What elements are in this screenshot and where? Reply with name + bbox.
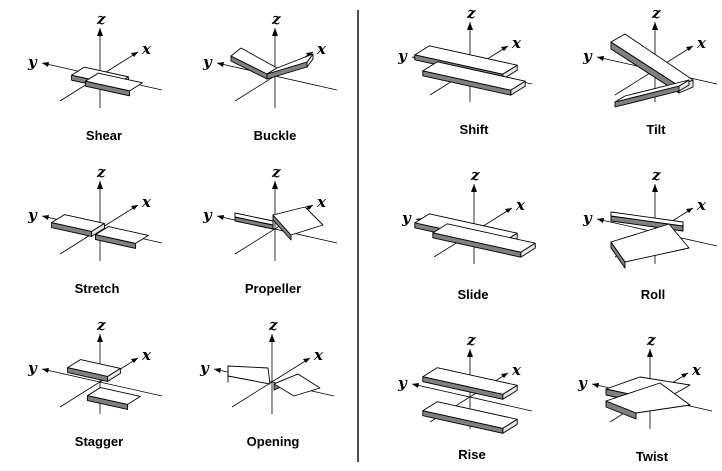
axes: x y z [27, 10, 163, 108]
right-plate [266, 53, 314, 80]
panel-label-opening: Opening [247, 434, 300, 449]
panel-label-shear: Shear [86, 128, 122, 143]
panel-label-roll: Roll [641, 287, 666, 302]
right-plate [272, 206, 324, 241]
y-axis-label: y [199, 359, 210, 377]
x-axis-label: x [316, 193, 327, 211]
axes: x y z [27, 163, 163, 261]
panel-label-twist: Twist [636, 449, 669, 464]
x-axis-label: x [141, 346, 152, 364]
y-axis-label: y [202, 206, 213, 224]
bottom-plate [422, 61, 526, 96]
top-plate [422, 367, 518, 400]
z-axis-label: z [96, 163, 106, 181]
y-axis-label: y [202, 53, 213, 71]
axes: x y z [202, 163, 338, 261]
y-axis-label: y [27, 359, 38, 377]
right-plate [85, 72, 143, 97]
panel-label-shift: Shift [460, 122, 490, 137]
panel-label-tilt: Tilt [646, 122, 666, 137]
bottom-plate [432, 223, 536, 258]
y-axis-label: y [27, 53, 38, 71]
z-axis-label: z [271, 10, 281, 28]
z-axis-label: z [96, 10, 106, 28]
z-axis-label: z [646, 331, 656, 349]
x-axis-label: x [141, 40, 152, 58]
y-axis-label: y [401, 209, 412, 227]
axes: x y z [202, 10, 338, 108]
panel-label-buckle: Buckle [254, 128, 297, 143]
panel-label-stretch: Stretch [75, 281, 120, 296]
axes: x y z [199, 316, 335, 414]
x-axis-label: x [515, 196, 526, 214]
z-axis-label: z [470, 166, 480, 184]
panel-label-stagger: Stagger [75, 434, 123, 449]
bottom-plate [614, 79, 690, 108]
right-plate [95, 226, 149, 249]
left-plate [227, 365, 271, 385]
y-axis-label: y [397, 47, 408, 65]
x-axis-label: x [511, 361, 522, 379]
left-plate [234, 212, 274, 230]
y-axis-label: y [577, 374, 588, 392]
right-plate [273, 373, 321, 397]
z-axis-label: z [268, 316, 278, 334]
x-axis-label: x [511, 34, 522, 52]
right-plate [87, 387, 141, 410]
x-axis-label: x [313, 346, 324, 364]
left-plate [67, 359, 121, 382]
panel-label-rise: Rise [458, 447, 485, 462]
bottom-plate [610, 223, 690, 269]
y-axis-label: y [582, 47, 593, 65]
x-axis-label: x [691, 361, 702, 379]
x-axis-label: x [696, 196, 707, 214]
x-axis-label: x [696, 34, 707, 52]
z-axis-label: z [96, 316, 106, 334]
z-axis-label: z [466, 4, 476, 22]
bottom-plate [422, 401, 518, 434]
z-axis-label: z [466, 331, 476, 349]
z-axis-label: z [651, 166, 661, 184]
z-axis-label: z [271, 163, 281, 181]
y-axis-label: y [27, 206, 38, 224]
panel-label-propeller: Propeller [245, 281, 301, 296]
y-axis-label: y [582, 209, 593, 227]
panel-label-slide: Slide [457, 287, 488, 302]
top-plate [610, 33, 694, 94]
left-plate [51, 214, 105, 237]
x-axis-label: x [141, 193, 152, 211]
bottom-plate [605, 382, 691, 420]
x-axis-label: x [316, 40, 327, 58]
z-axis-label: z [651, 4, 661, 22]
y-axis-label: y [397, 374, 408, 392]
